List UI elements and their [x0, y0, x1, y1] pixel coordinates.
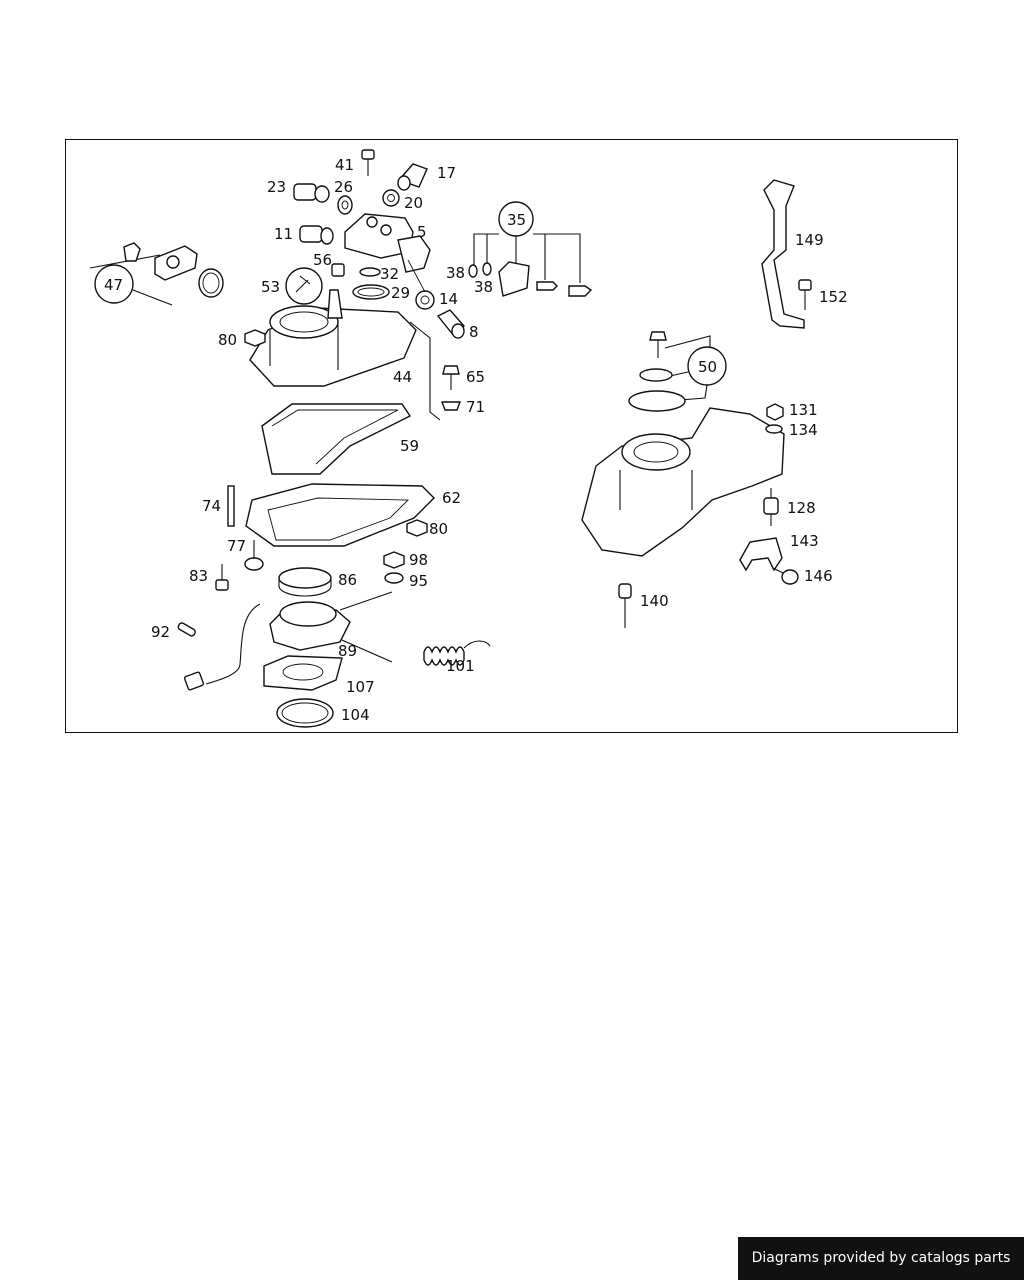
part-107-gasket — [263, 655, 343, 691]
diagram-frame — [65, 139, 958, 733]
part-128-mount — [763, 488, 779, 526]
callout-65: 65 — [466, 368, 485, 386]
callout-8: 8 — [469, 323, 479, 341]
part-41-screw — [361, 149, 375, 176]
part-carburetor-base — [581, 407, 785, 557]
callout-98: 98 — [409, 551, 428, 569]
callout-77: 77 — [227, 537, 246, 555]
callout-50: 50 — [698, 358, 717, 376]
part-47-group — [89, 242, 224, 306]
part-62-gasket — [245, 483, 435, 547]
callout-56: 56 — [313, 251, 332, 269]
part-17-fitting — [397, 163, 428, 191]
callout-104: 104 — [341, 706, 370, 724]
part-140-bolt — [618, 583, 632, 628]
callout-74: 74 — [202, 497, 221, 515]
part-80-nut-upper — [244, 329, 266, 347]
callout-38-left: 38 — [446, 264, 465, 282]
part-44-mixture-housing — [249, 289, 441, 421]
part-14-washer — [415, 290, 435, 310]
part-77-bolt — [244, 540, 264, 571]
part-32-seal — [359, 267, 381, 277]
part-149-bracket — [761, 179, 805, 329]
part-98-nut — [383, 551, 405, 569]
part-92-pin — [177, 622, 196, 637]
callout-35: 35 — [507, 211, 526, 229]
callout-62: 62 — [442, 489, 461, 507]
callout-92: 92 — [151, 623, 170, 641]
callout-83: 83 — [189, 567, 208, 585]
part-56-nut — [331, 263, 345, 277]
callout-44: 44 — [393, 368, 412, 386]
part-11-fitting — [299, 225, 334, 245]
part-50-group — [628, 331, 727, 412]
callout-107: 107 — [346, 678, 375, 696]
leader-98-95 — [339, 591, 393, 611]
callout-71: 71 — [466, 398, 485, 416]
callout-101: 101 — [446, 657, 475, 675]
part-59-air-cone — [261, 403, 412, 475]
part-134-washer — [765, 424, 783, 434]
part-53-wrench — [285, 267, 323, 305]
callout-131: 131 — [789, 401, 818, 419]
part-95-washer — [384, 572, 404, 584]
part-5-distributor-head — [344, 213, 431, 273]
part-104-oring — [276, 698, 334, 728]
part-26-washer — [337, 195, 353, 215]
callout-5: 5 — [417, 223, 427, 241]
callout-59: 59 — [400, 437, 419, 455]
part-146-bolt — [772, 567, 799, 585]
callout-14: 14 — [439, 290, 458, 308]
callout-47: 47 — [104, 276, 123, 294]
callout-89: 89 — [338, 642, 357, 660]
part-8-fitting — [436, 309, 465, 339]
part-74-stud — [227, 485, 235, 527]
part-83-bolt — [215, 564, 229, 591]
part-143-clip — [739, 537, 783, 572]
callout-17: 17 — [437, 164, 456, 182]
part-20-washer — [382, 189, 400, 207]
part-35-group — [468, 201, 593, 297]
callout-152: 152 — [819, 288, 848, 306]
callout-146: 146 — [804, 567, 833, 585]
leader-14 — [407, 259, 426, 293]
part-101-spring — [341, 639, 491, 666]
callout-134: 134 — [789, 421, 818, 439]
part-65-screw — [442, 365, 460, 390]
callout-11: 11 — [274, 225, 293, 243]
callout-143: 143 — [790, 532, 819, 550]
callout-29: 29 — [391, 284, 410, 302]
callout-95: 95 — [409, 572, 428, 590]
footer-banner: Diagrams provided by catalogs parts — [738, 1237, 1024, 1280]
callout-80-lower: 80 — [429, 520, 448, 538]
callout-32: 32 — [380, 265, 399, 283]
part-80-nut-lower — [406, 519, 428, 537]
part-23-fitting — [293, 183, 330, 203]
callout-128: 128 — [787, 499, 816, 517]
callout-26: 26 — [334, 178, 353, 196]
callout-20: 20 — [404, 194, 423, 212]
part-89-throttle-body — [183, 601, 351, 691]
part-29-oring — [352, 284, 390, 300]
callout-140: 140 — [640, 592, 669, 610]
part-86-clamp — [278, 567, 332, 597]
callout-53: 53 — [261, 278, 280, 296]
part-131-nut — [766, 403, 784, 421]
callout-38-right: 38 — [474, 278, 493, 296]
callout-23: 23 — [267, 178, 286, 196]
callout-149: 149 — [795, 231, 824, 249]
callout-41: 41 — [335, 156, 354, 174]
part-71-washer — [440, 401, 462, 411]
callout-86: 86 — [338, 571, 357, 589]
part-152-bolt — [798, 279, 812, 310]
callout-80-upper: 80 — [218, 331, 237, 349]
